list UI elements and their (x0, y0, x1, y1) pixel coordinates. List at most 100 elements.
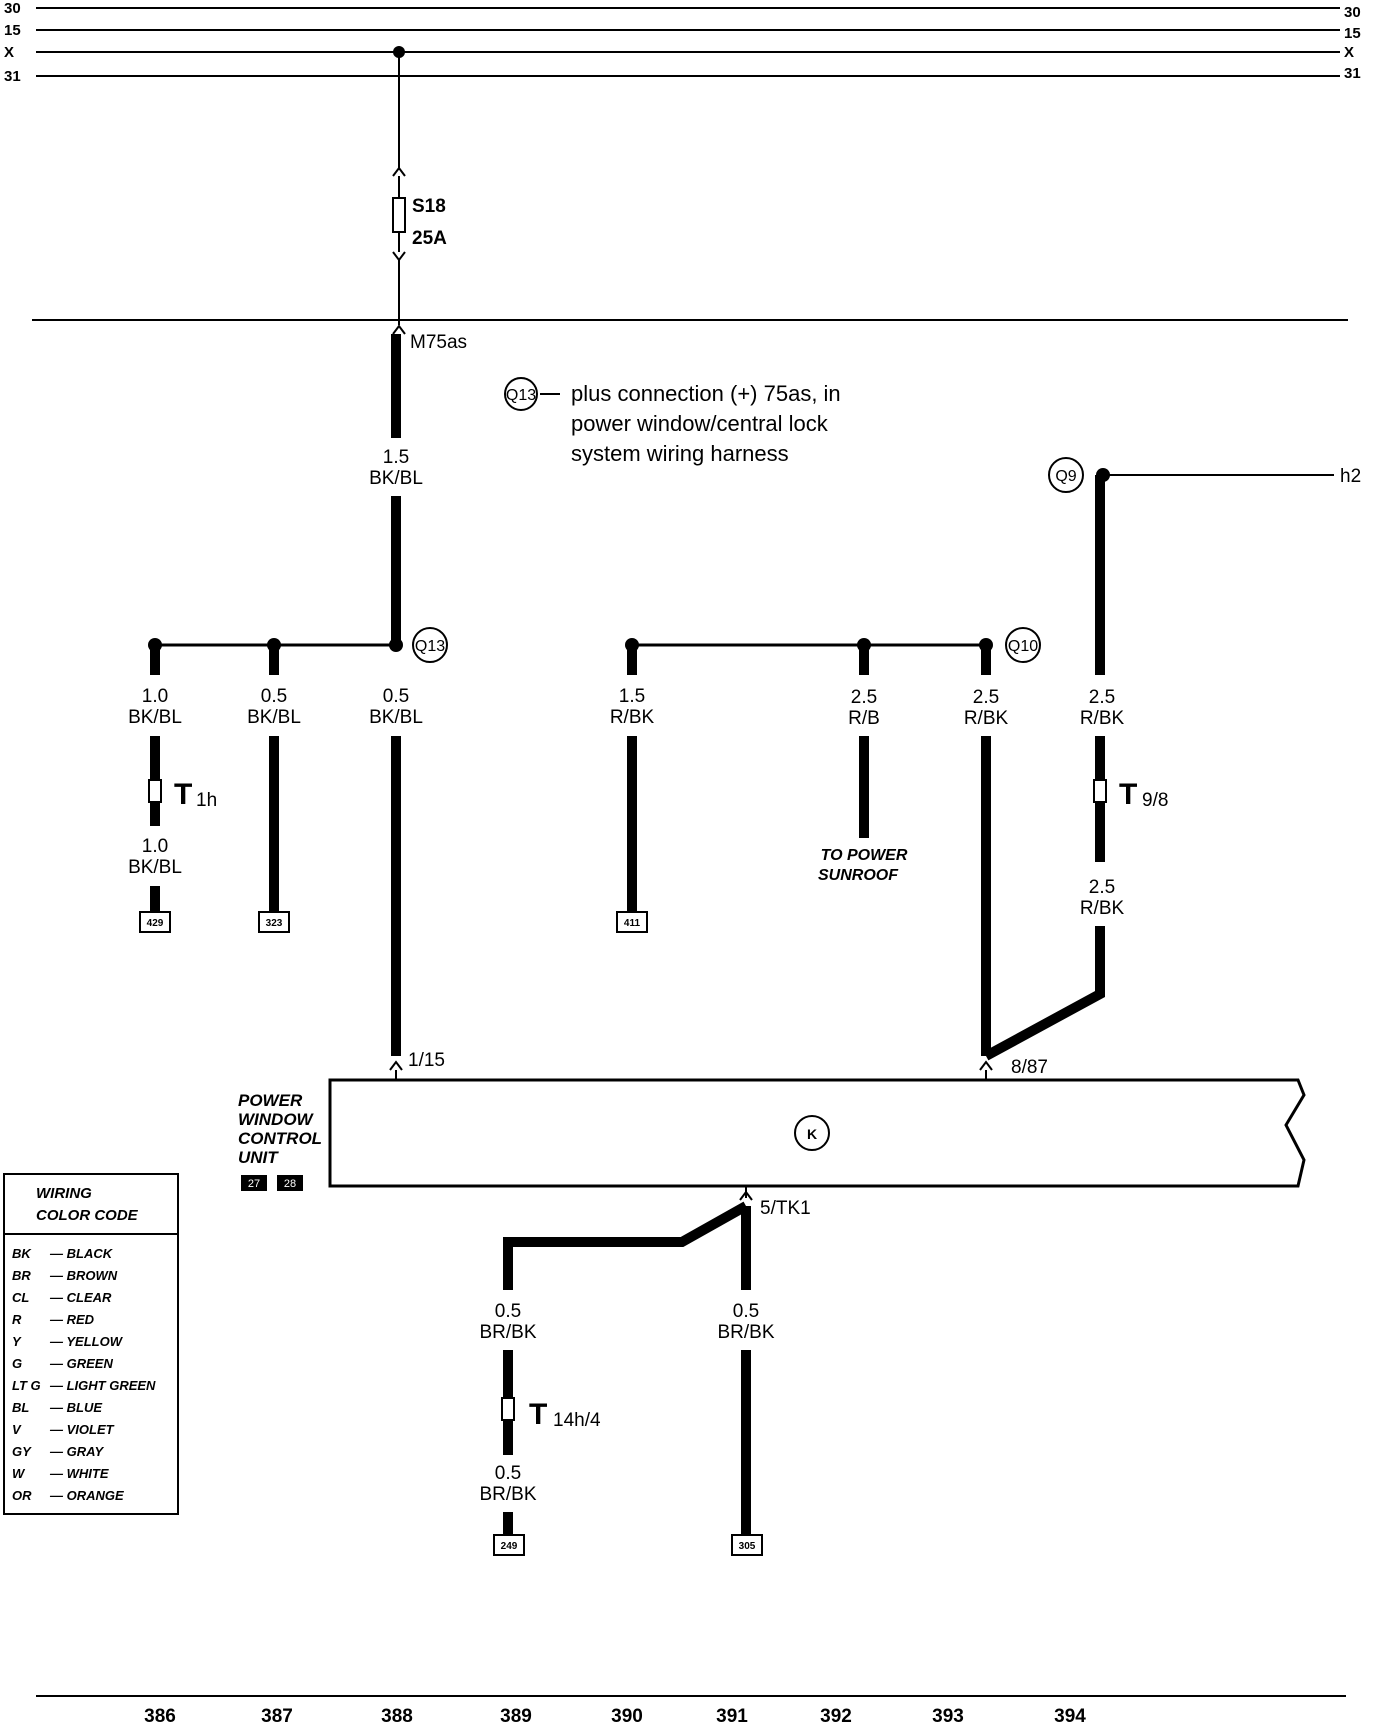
w3-size: 0.5 (383, 686, 409, 707)
h2-label: h2 (1340, 466, 1361, 487)
legend-name: — BROWN (49, 1268, 118, 1283)
terminal-429 (139, 911, 171, 933)
connector-m75as: M75as (410, 332, 467, 353)
wire-w8: 0.5 BR/BK T 14h/4 0.5 BR/BK 249 (479, 1301, 601, 1556)
cu-ref-27: 27 (248, 1178, 260, 1190)
cu-line-1: POWER (238, 1091, 303, 1110)
pin-1-15: 1/15 (408, 1050, 445, 1071)
w5-note-2: SUNROOF (818, 867, 899, 884)
connector-t14h-icon (501, 1397, 515, 1421)
w5-size: 2.5 (851, 687, 877, 708)
terminal-323 (258, 911, 290, 933)
wire-w3: 0.5 BK/BL 1/15 (369, 686, 445, 1080)
w7-color2: R/BK (1080, 898, 1125, 919)
fuse-branch: S18 25A (392, 46, 447, 325)
rail-label-30-right: 30 (1344, 4, 1361, 21)
w7-color: R/BK (1080, 708, 1125, 729)
connector-arrow (392, 251, 406, 262)
cu-ref-27-box (241, 1175, 267, 1191)
legend-name: — BLACK (49, 1246, 114, 1261)
column-number: 389 (500, 1706, 532, 1727)
k-symbol-label: K (807, 1126, 817, 1142)
connector-arrow (392, 166, 406, 177)
terminal-249-label: 249 (501, 1541, 518, 1552)
column-number: 386 (144, 1706, 176, 1727)
legend-code: Y (12, 1334, 22, 1349)
connector-arrow (389, 1060, 403, 1071)
w4-size: 1.5 (619, 686, 645, 707)
w1-color: BK/BL (128, 707, 182, 728)
legend-code: OR (12, 1488, 32, 1503)
wire-w5: 2.5 R/B TO POWER SUNROOF (818, 645, 908, 884)
terminal-305 (731, 1534, 763, 1556)
column-number: 390 (611, 1706, 643, 1727)
column-number: 393 (932, 1706, 964, 1727)
rail-label-x-right: X (1344, 44, 1354, 61)
note-block: Q13 plus connection (+) 75as, in power w… (504, 377, 841, 466)
connector-arrow (392, 324, 406, 335)
legend-code: LT G (12, 1378, 41, 1393)
note-line-3: system wiring harness (571, 441, 789, 466)
splice-q10-badge (1005, 627, 1041, 663)
terminal-429-label: 429 (147, 918, 164, 929)
rail-label-31-left: 31 (4, 68, 21, 85)
w9-color: BR/BK (717, 1322, 774, 1343)
splice-q9-badge (1048, 457, 1084, 493)
legend-name: — YELLOW (49, 1334, 124, 1349)
legend-name: — GREEN (49, 1356, 113, 1371)
legend-title-2: COLOR CODE (36, 1207, 139, 1224)
splice-q13-badge (412, 627, 448, 663)
t14h-sub: 14h/4 (553, 1410, 601, 1431)
wire-w7: Q9 h2 2.5 R/BK T 9/8 2.5 R/BK (983, 457, 1361, 1061)
w9-size: 0.5 (733, 1301, 759, 1322)
note-badge (504, 377, 538, 411)
splice-q10-label: Q10 (1008, 638, 1038, 655)
w1-size2: 1.0 (142, 836, 168, 857)
w1-size: 1.0 (142, 686, 168, 707)
w5-color: R/B (848, 708, 880, 729)
t98-sub: 9/8 (1142, 790, 1168, 811)
terminal-249 (493, 1534, 525, 1556)
w8-color: BR/BK (479, 1322, 536, 1343)
w6-size: 2.5 (973, 687, 999, 708)
column-number: 391 (716, 1706, 748, 1727)
legend-code: BR (12, 1268, 31, 1283)
column-number: 394 (1054, 1706, 1086, 1727)
legend-code: R (12, 1312, 22, 1327)
cu-line-4: UNIT (238, 1148, 279, 1167)
w8-size2: 0.5 (495, 1463, 521, 1484)
connector-arrow (979, 1060, 993, 1071)
rail-label-x-left: X (4, 44, 14, 61)
legend-name: — VIOLET (49, 1422, 115, 1437)
legend-code: BL (12, 1400, 29, 1415)
legend-code: W (12, 1466, 26, 1481)
rail-label-15-left: 15 (4, 22, 21, 39)
w1-color2: BK/BL (128, 857, 182, 878)
legend-title-1: WIRING (36, 1185, 92, 1202)
control-unit: K POWER WINDOW CONTROL UNIT 27 28 (238, 1078, 1306, 1191)
column-number: 388 (381, 1706, 413, 1727)
note-line-2: power window/central lock (571, 411, 829, 436)
legend-name: — LIGHT GREEN (49, 1378, 156, 1393)
t14h-letter: T (529, 1398, 547, 1431)
splice-q13-label: Q13 (415, 638, 445, 655)
legend-name: — GRAY (49, 1444, 105, 1459)
fuse-icon (392, 197, 406, 233)
terminal-323-label: 323 (266, 918, 283, 929)
w7-size2: 2.5 (1089, 877, 1115, 898)
legend-code: GY (12, 1444, 32, 1459)
terminal-411-label: 411 (624, 918, 641, 929)
rail-label-30-left: 30 (4, 0, 21, 17)
power-rails: 30 15 X 31 30 15 X 31 (4, 0, 1361, 85)
column-number: 387 (261, 1706, 293, 1727)
splice-q9-label: Q9 (1055, 468, 1076, 485)
w6-color: R/BK (964, 708, 1009, 729)
legend-name: — BLUE (49, 1400, 102, 1415)
wire-w2: 0.5 BK/BL 323 (247, 645, 301, 933)
connector-t1h-icon (148, 779, 162, 803)
w7-size: 2.5 (1089, 687, 1115, 708)
wire-w1: 1.0 BK/BL T 1h 1.0 BK/BL 429 (128, 645, 217, 933)
